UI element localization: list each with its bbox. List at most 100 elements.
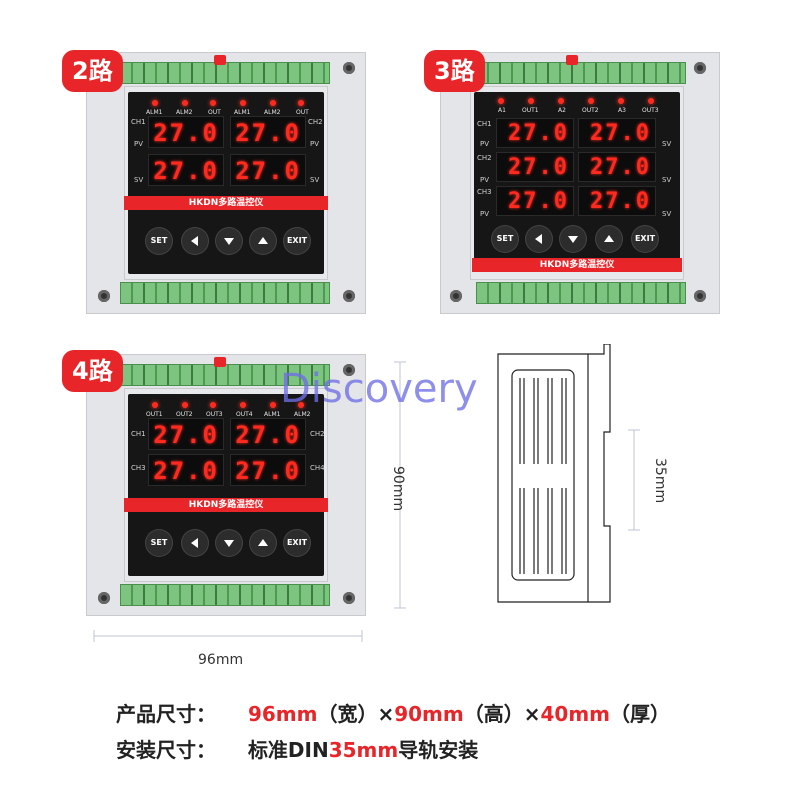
led-indicator	[152, 100, 158, 106]
set-button[interactable]: SET	[492, 226, 518, 252]
led-label: OUT3	[642, 107, 659, 114]
mount-hole-icon	[343, 290, 355, 302]
down-button[interactable]	[216, 530, 242, 556]
left-button[interactable]	[182, 530, 208, 556]
spec-depth-unit: （厚）	[610, 702, 671, 726]
down-arrow-icon	[568, 236, 578, 243]
brand-bar: HKDN多路温控仪	[124, 196, 328, 210]
mount-hole-icon	[343, 62, 355, 74]
pv-label: PV	[480, 210, 490, 218]
down-button[interactable]	[216, 228, 242, 254]
pv-display: 27.0	[148, 116, 224, 148]
set-button[interactable]: SET	[146, 530, 172, 556]
led-label: OUT	[296, 109, 309, 116]
channel-label: CH4	[310, 464, 325, 472]
mount-hole-icon	[694, 62, 706, 74]
width-dimension-label: 96mm	[198, 652, 244, 668]
side-view-drawing	[497, 344, 611, 603]
sv-display: 27.0	[148, 154, 224, 186]
led-indicator	[558, 98, 564, 104]
rail-dimension-label: 35mm	[652, 458, 668, 504]
ch4-display: 27.0	[230, 454, 306, 486]
ch3-display: 27.0	[148, 454, 224, 486]
exit-button[interactable]: EXIT	[284, 530, 310, 556]
led-indicator	[152, 402, 158, 408]
channel-label: CH3	[477, 188, 492, 196]
terminal-block-bottom	[476, 282, 686, 304]
channel-label: CH1	[131, 118, 146, 126]
led-label: ALM2	[176, 109, 193, 116]
left-button[interactable]	[526, 226, 552, 252]
led-indicator	[298, 402, 304, 408]
led-indicator	[270, 100, 276, 106]
power-indicator	[566, 55, 578, 65]
set-button[interactable]: SET	[146, 228, 172, 254]
led-label: A2	[558, 107, 566, 114]
led-label: OUT2	[582, 107, 599, 114]
up-arrow-icon	[258, 539, 268, 546]
channel-label: CH1	[477, 120, 492, 128]
up-arrow-icon	[604, 235, 614, 242]
brand-bar: HKDN多路温控仪	[472, 258, 682, 272]
sv-label: SV	[134, 176, 144, 184]
sv-label: SV	[310, 176, 320, 184]
spec-install-suffix: 导轨安装	[398, 738, 479, 762]
mount-hole-icon	[98, 290, 110, 302]
terminal-block-top	[476, 62, 686, 84]
led-indicator	[648, 98, 654, 104]
up-button[interactable]	[250, 228, 276, 254]
mount-hole-icon	[450, 290, 462, 302]
left-button[interactable]	[182, 228, 208, 254]
front-panel: ALM1 ALM2 OUT ALM1 ALM2 OUT CH1 CH2 PV P…	[124, 92, 328, 274]
up-arrow-icon	[258, 237, 268, 244]
led-indicator	[240, 100, 246, 106]
led-label: ALM1	[264, 411, 281, 418]
spec-install-label: 安装尺寸：	[116, 738, 216, 762]
exit-button[interactable]: EXIT	[632, 226, 658, 252]
sv-label: SV	[662, 210, 672, 218]
led-label: OUT2	[176, 411, 193, 418]
badge-four-channel: 4路	[62, 350, 123, 392]
front-panel: A1 OUT1 A2 OUT2 A3 OUT3 CH1 PV CH2 PV CH…	[472, 92, 682, 272]
terminal-block-bottom	[120, 584, 330, 606]
spec-install-value: 35mm	[328, 738, 399, 762]
led-label: ALM2	[264, 109, 281, 116]
pv-label: PV	[480, 140, 490, 148]
led-label: A1	[498, 107, 506, 114]
down-button[interactable]	[560, 226, 586, 252]
pv-label: PV	[310, 140, 320, 148]
up-button[interactable]	[596, 226, 622, 252]
ch2-display: 27.0	[230, 418, 306, 450]
led-label: OUT	[208, 109, 221, 116]
spec-size-label: 产品尺寸：	[116, 702, 216, 726]
led-label: OUT4	[236, 411, 253, 418]
down-arrow-icon	[224, 540, 234, 547]
channel-label: CH2	[477, 154, 492, 162]
led-indicator	[182, 100, 188, 106]
led-label: ALM2	[294, 411, 311, 418]
led-label: A3	[618, 107, 626, 114]
pv-display: 27.0	[230, 116, 306, 148]
sv-label: SV	[662, 176, 672, 184]
led-indicator	[270, 402, 276, 408]
pv-label: PV	[480, 176, 490, 184]
led-label: OUT3	[206, 411, 223, 418]
up-button[interactable]	[250, 530, 276, 556]
exit-button[interactable]: EXIT	[284, 228, 310, 254]
badge-two-channel: 2路	[62, 50, 123, 92]
mount-hole-icon	[98, 592, 110, 604]
left-arrow-icon	[191, 538, 198, 548]
spec-height-value: 90mm	[394, 702, 464, 726]
sv-label: SV	[662, 140, 672, 148]
led-indicator	[498, 98, 504, 104]
front-panel: OUT1 OUT2 OUT3 OUT4 ALM1 ALM2 CH1 CH2 CH…	[124, 394, 328, 576]
sv-display: 27.0	[578, 186, 656, 216]
mount-hole-icon	[343, 592, 355, 604]
led-label: OUT1	[522, 107, 539, 114]
led-indicator	[210, 100, 216, 106]
pv-display: 27.0	[496, 186, 574, 216]
power-indicator	[214, 357, 226, 367]
led-label: ALM1	[234, 109, 251, 116]
left-arrow-icon	[535, 234, 542, 244]
watermark: Discovery	[280, 366, 478, 412]
